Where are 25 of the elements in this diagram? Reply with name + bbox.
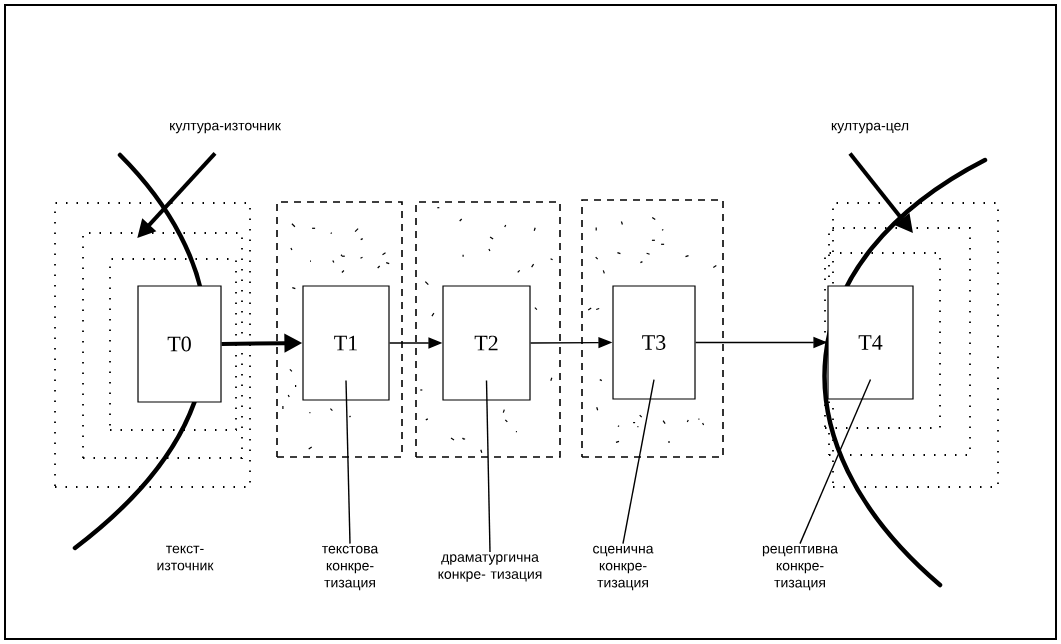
dotted-frame xyxy=(82,232,243,459)
leader-line xyxy=(485,379,491,553)
caption-text: сценична конкре- тизация xyxy=(593,545,654,591)
dotted-frame xyxy=(109,258,237,431)
text-box: T1 xyxy=(302,285,390,401)
text-box: T4 xyxy=(827,285,914,400)
dotted-frame xyxy=(828,227,971,456)
caption-text: рецептивна конкре- тизация xyxy=(762,545,838,591)
dashed-frame xyxy=(581,199,724,458)
leader-line xyxy=(345,379,351,545)
leader-line xyxy=(799,378,872,545)
caption-text: текстова конкре- тизация xyxy=(322,545,379,591)
dotted-frame xyxy=(832,202,999,488)
leader-line xyxy=(622,378,655,545)
dotted-frame xyxy=(824,252,941,429)
dashed-frame xyxy=(415,201,561,458)
text-box: T0 xyxy=(137,285,222,403)
caption-text: текст- източник xyxy=(157,545,214,571)
caption-text: култура-цел xyxy=(831,122,909,134)
caption-text: култура-източник xyxy=(170,122,281,134)
text-box: T3 xyxy=(612,285,696,400)
text-box: T2 xyxy=(442,285,531,401)
dotted-frame xyxy=(54,202,251,488)
caption-text: драматургична конкре- тизация xyxy=(438,554,542,582)
dashed-frame xyxy=(276,201,403,458)
